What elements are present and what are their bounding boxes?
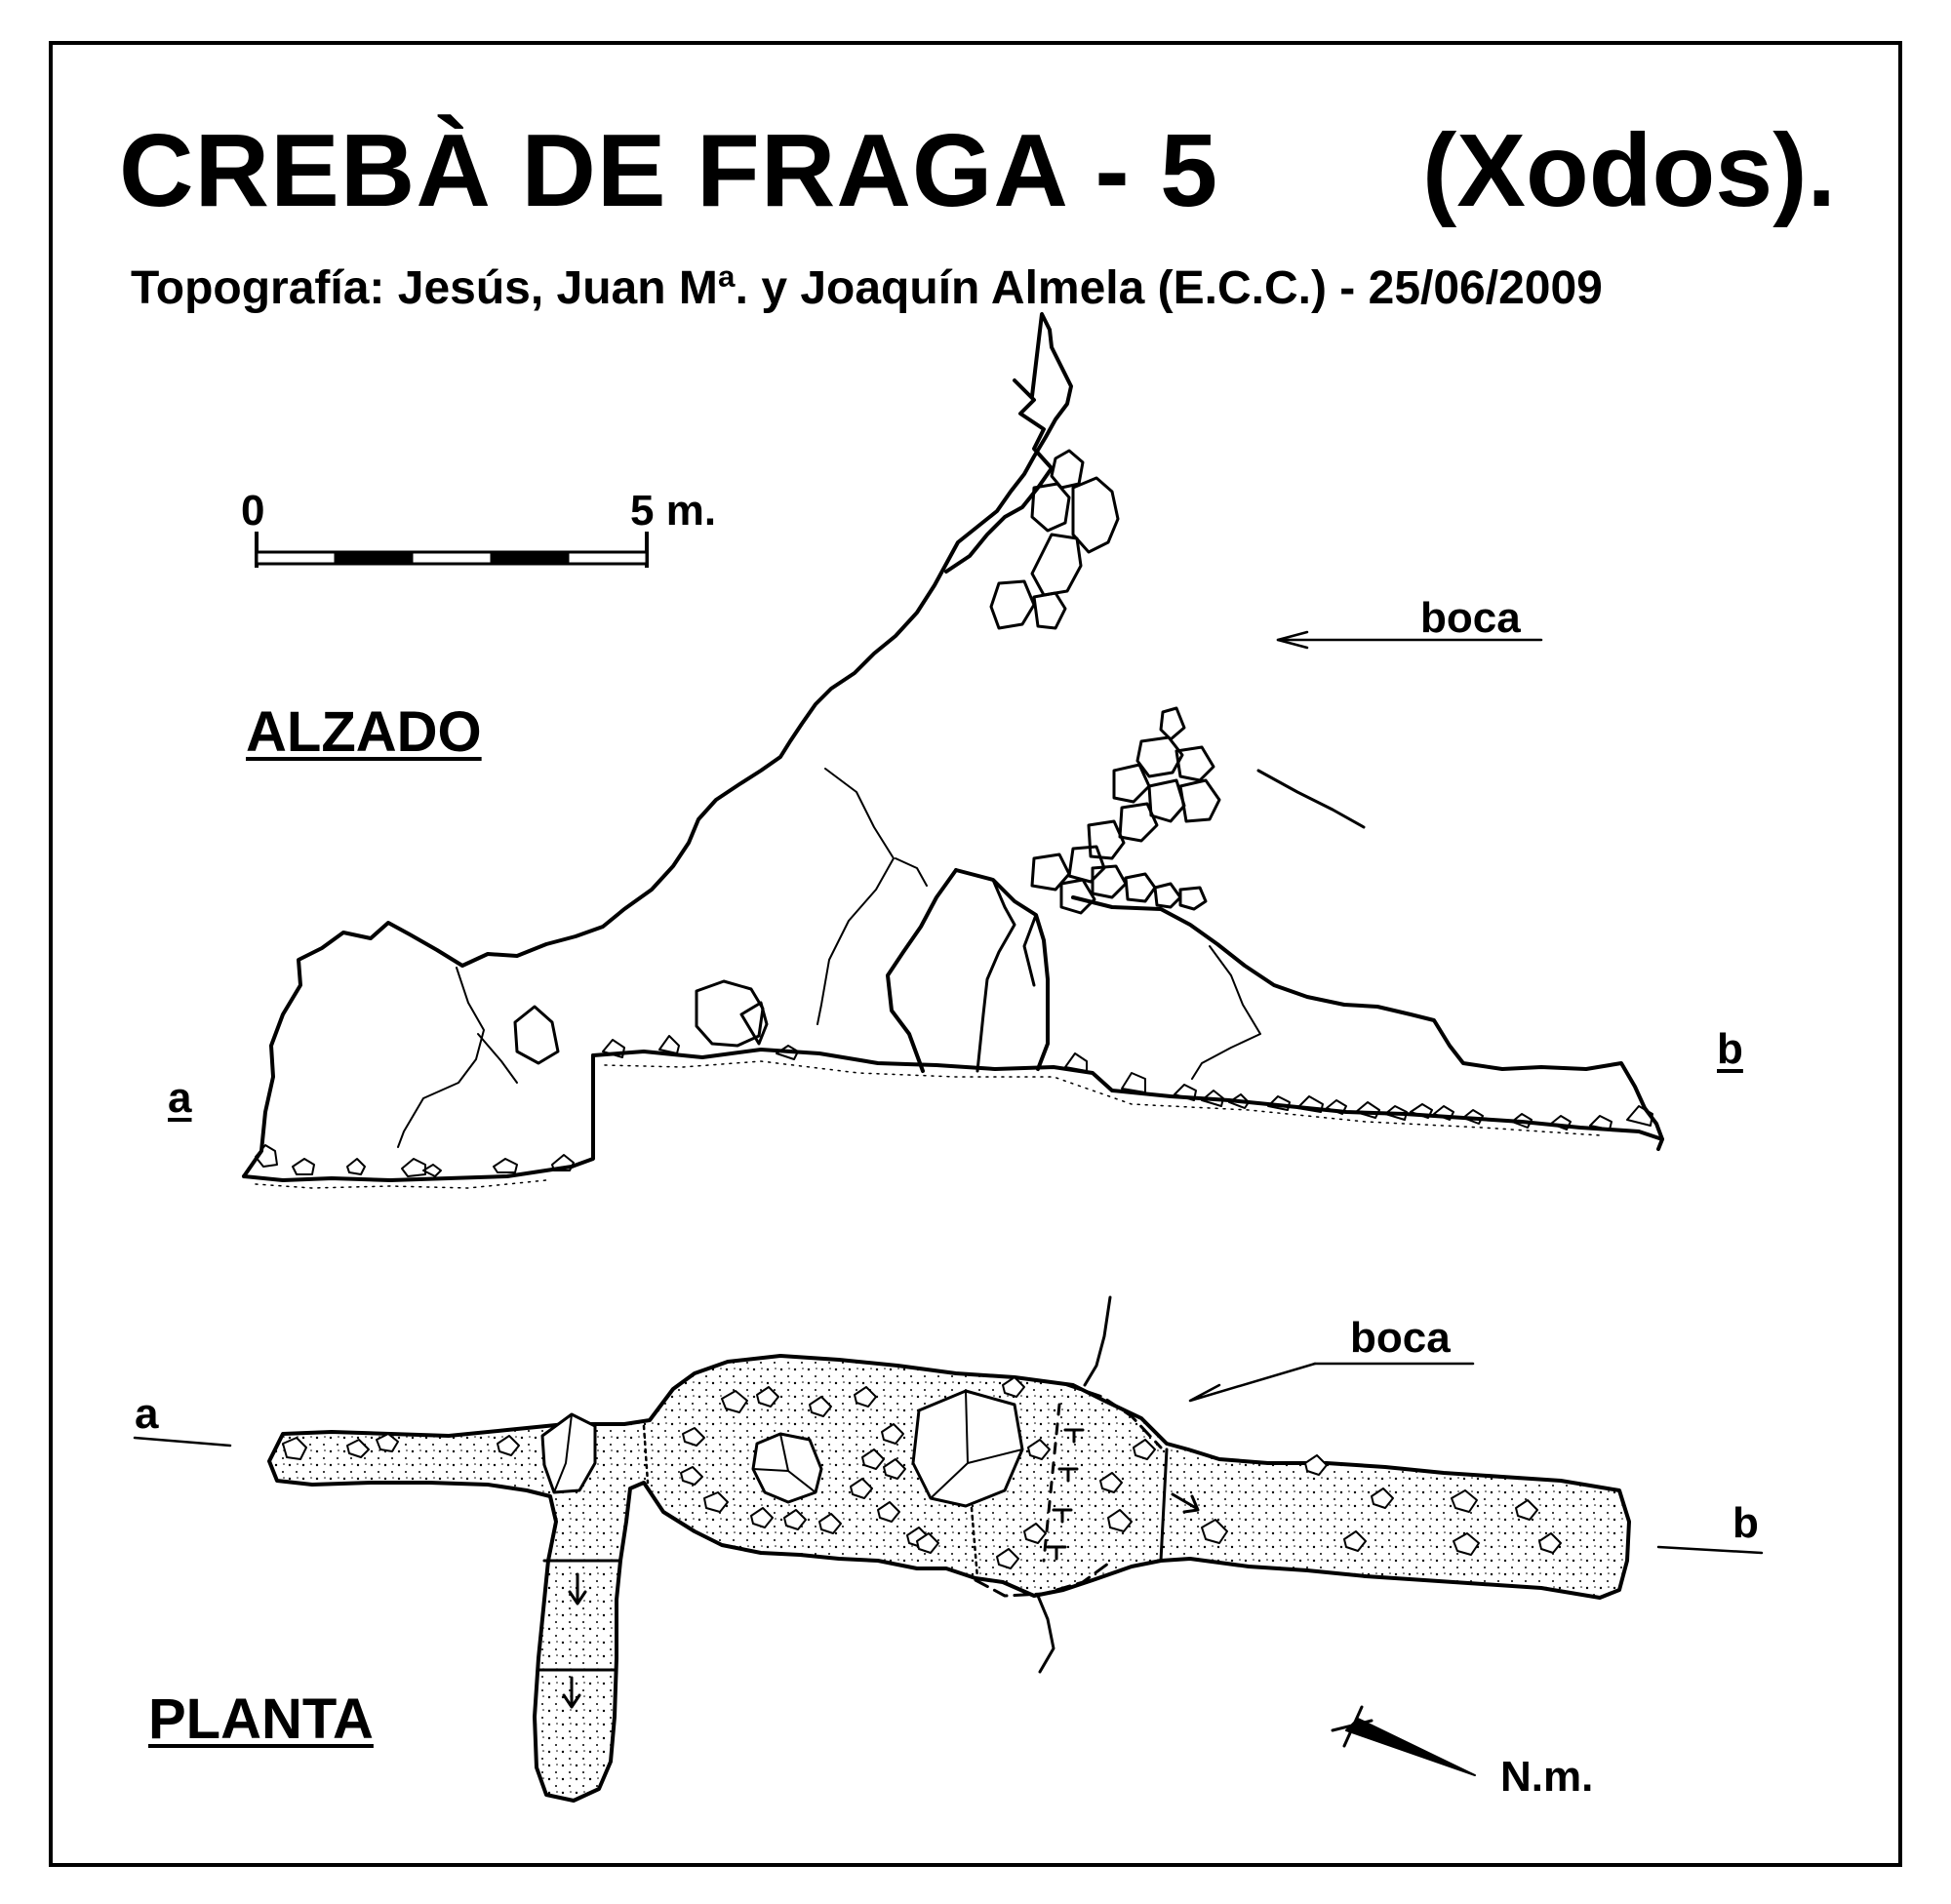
- sheet-location: (Xodos).: [1422, 113, 1836, 228]
- scale-end-label: 5 m.: [630, 487, 717, 535]
- elevation-heading: ALZADO: [246, 700, 482, 764]
- scale-start-label: 0: [241, 487, 265, 535]
- plan-point-b: b: [1732, 1499, 1759, 1547]
- plan-heading: PLANTA: [148, 1687, 374, 1751]
- survey-credits: Topografía: Jesús, Juan Mª. y Joaquín Al…: [131, 262, 1603, 314]
- elevation-entrance-label: boca: [1420, 594, 1521, 642]
- elevation-point-b: b: [1717, 1025, 1743, 1073]
- plan-entrance-label: boca: [1350, 1314, 1451, 1362]
- north-arrow-icon: [1331, 1705, 1476, 1776]
- plan-drawing: [133, 1295, 1764, 1803]
- sheet-frame: [49, 41, 1902, 1867]
- north-label: N.m.: [1500, 1753, 1594, 1801]
- elevation-drawing: [242, 312, 1664, 1189]
- sheet-title: CREBÀ DE FRAGA - 5: [119, 113, 1219, 228]
- plan-point-a: a: [135, 1390, 159, 1438]
- elevation-point-a: a: [168, 1074, 192, 1122]
- scale-bar: [255, 532, 649, 568]
